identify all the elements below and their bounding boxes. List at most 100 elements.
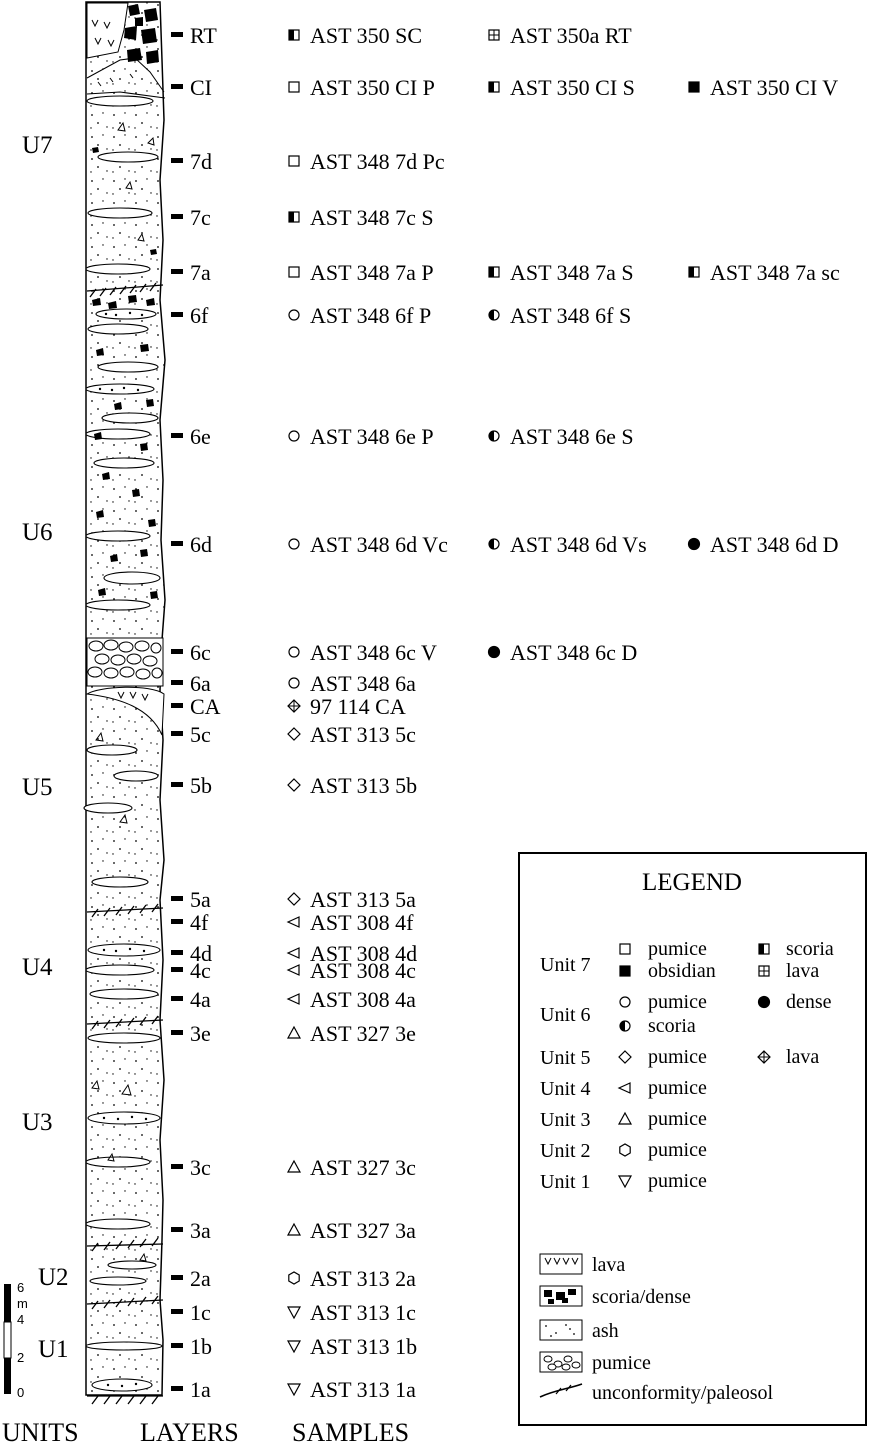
- sample-label: AST 327 3e: [310, 1021, 416, 1046]
- layer-tick: [171, 703, 183, 708]
- legend-item: pumice: [617, 1108, 707, 1130]
- sample-entry: AST 350 SC: [288, 23, 422, 48]
- layer-tick: [171, 214, 183, 219]
- unit-label: U2: [38, 1264, 69, 1291]
- layer-label: 3a: [190, 1218, 211, 1243]
- legend-item: pumice: [618, 1046, 707, 1068]
- sample-entry: AST 348 6c D: [487, 640, 637, 665]
- half-filled-circle-icon: [488, 309, 500, 321]
- layer-tick: [171, 32, 183, 37]
- sample-label: AST 348 6d Vc: [310, 532, 448, 557]
- sample-label: AST 327 3a: [310, 1218, 416, 1243]
- open-circle-icon: [288, 538, 300, 550]
- sample-entry: AST 308 4a: [286, 987, 416, 1012]
- legend-item-label: scoria: [786, 938, 834, 960]
- layer-label: 4f: [190, 910, 209, 935]
- sample-label: AST 348 7a sc: [710, 260, 840, 285]
- up-triangle-icon: [286, 1159, 302, 1173]
- legend-unit-label: Unit 6: [540, 1004, 591, 1026]
- legend-item-label: lava: [786, 960, 819, 982]
- open-circle-icon: [619, 996, 631, 1008]
- layer-tick: [171, 433, 183, 438]
- layer-label: 6d: [190, 532, 212, 557]
- half-filled-square-icon: [688, 266, 700, 278]
- layer-tick: [171, 919, 183, 924]
- sample-entry: AST 308 4f: [286, 910, 414, 935]
- sample-label: AST 313 1b: [310, 1334, 417, 1359]
- layer-tick: [171, 1343, 183, 1348]
- layer-tick: [171, 1164, 183, 1169]
- legend-item: pumice: [617, 1170, 707, 1192]
- legend-pattern-label: ash: [592, 1320, 619, 1342]
- sample-entry: AST 348 7d Pc: [288, 149, 445, 174]
- sample-label: AST 313 5a: [310, 887, 416, 912]
- half-filled-square-icon: [288, 211, 300, 223]
- ash-pattern-icon: [539, 1319, 583, 1341]
- legend-pattern-lava: lava: [539, 1253, 625, 1276]
- legend-item-label: pumice: [648, 1077, 707, 1099]
- left-triangle-icon: [286, 993, 300, 1005]
- half-filled-square-icon: [488, 81, 500, 93]
- unconformity-pattern-icon: [539, 1383, 583, 1398]
- sample-entry: AST 348 6f P: [288, 303, 431, 328]
- stratigraphic-column: [83, 1, 166, 1405]
- layer-tick: [171, 967, 183, 972]
- legend-pattern-label: unconformity/paleosol: [592, 1382, 774, 1404]
- sample-entry: AST 348 6c V: [288, 640, 437, 665]
- sample-label: AST 348 6c D: [510, 640, 637, 665]
- filled-square-icon: [688, 81, 700, 93]
- layer-tick: [171, 896, 183, 901]
- sample-entry: AST 313 2a: [288, 1266, 416, 1291]
- layer-tick: [171, 731, 183, 736]
- legend-item: pumice: [619, 1139, 707, 1161]
- legend-unit-label: Unit 4: [540, 1078, 591, 1100]
- legend-item-label: pumice: [648, 991, 707, 1013]
- legend-item-label: pumice: [648, 1170, 707, 1192]
- unit-labels: U7 U6 U5 U4 U3 U2 U1: [22, 132, 69, 1363]
- open-diamond-icon: [618, 1050, 632, 1064]
- left-triangle-icon: [286, 947, 300, 959]
- layer-tick: [171, 1386, 183, 1391]
- sample-entry: AST 350a RT: [488, 23, 632, 48]
- crossed-diamond-icon: [287, 699, 301, 713]
- sample-entry: AST 348 6e P: [288, 424, 434, 449]
- sample-entry: AST 348 6e S: [488, 424, 634, 449]
- left-triangle-icon: [286, 916, 300, 928]
- open-circle-icon: [288, 677, 300, 689]
- layer-tick: [171, 1030, 183, 1035]
- scale-tick: 6: [17, 1280, 24, 1295]
- sample-entry: AST 308 4d: [286, 941, 417, 966]
- sample-label: AST 313 2a: [310, 1266, 416, 1291]
- unit-label: U5: [22, 774, 53, 801]
- sample-label: AST 313 5c: [310, 722, 416, 747]
- sample-label: AST 308 4c: [310, 958, 416, 983]
- column-headers: UNITS LAYERS SAMPLES: [2, 1418, 409, 1447]
- layer-label: 3e: [190, 1021, 211, 1046]
- sample-label: AST 308 4a: [310, 987, 416, 1012]
- layer-label: 6f: [190, 303, 209, 328]
- half-filled-square-icon: [488, 266, 500, 278]
- scoria-pattern-icon: [539, 1285, 583, 1307]
- open-square-icon: [288, 266, 300, 278]
- up-triangle-icon: [286, 1222, 302, 1236]
- legend-pattern-entries: lavascoria/denseashpumiceunconformity/pa…: [539, 1253, 774, 1404]
- legend-pattern-scoria: scoria/dense: [539, 1285, 691, 1308]
- layer-tick: [171, 541, 183, 546]
- sample-label: 97 114 CA: [310, 694, 406, 719]
- open-square-icon: [288, 81, 300, 93]
- sample-entry: AST 348 7a P: [288, 260, 434, 285]
- scale-bar: 6 m 4 2 0: [3, 1280, 28, 1400]
- scoria-top: [124, 4, 159, 64]
- unit-label: U7: [22, 132, 53, 159]
- legend-pattern-ash: ash: [539, 1319, 619, 1342]
